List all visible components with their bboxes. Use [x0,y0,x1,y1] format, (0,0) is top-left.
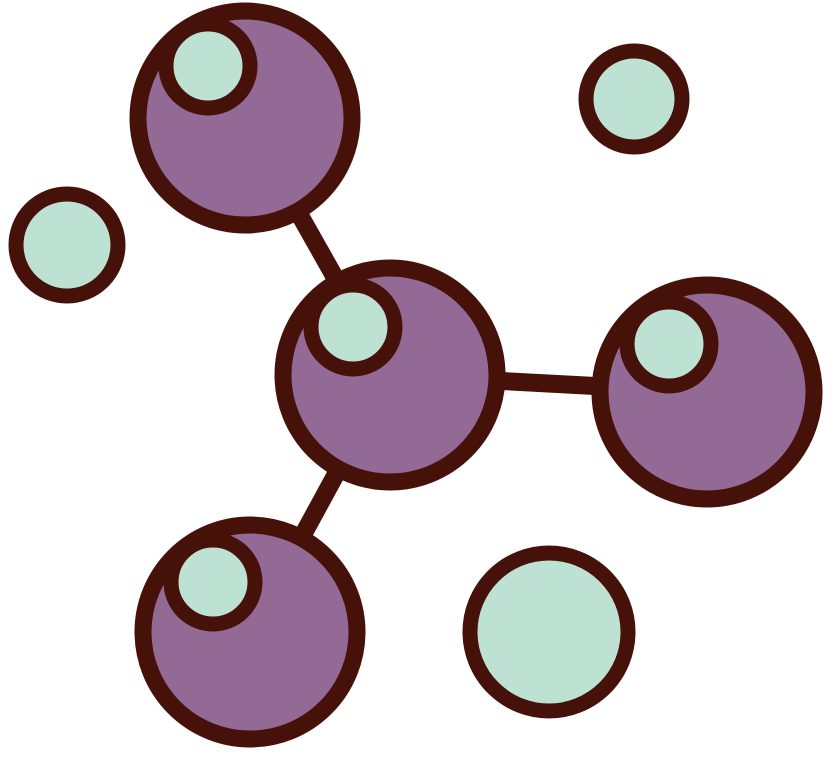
atom-top-left-highlight [158,16,258,116]
particle-group [8,43,690,719]
atom-right-highlight [619,294,719,394]
atom-bottom-left-highlight [163,532,263,632]
atom-group [129,2,823,748]
atom-center-highlight [303,277,403,377]
particle-top-right [578,43,690,155]
particle-left [8,186,126,304]
particle-bottom [462,545,636,719]
